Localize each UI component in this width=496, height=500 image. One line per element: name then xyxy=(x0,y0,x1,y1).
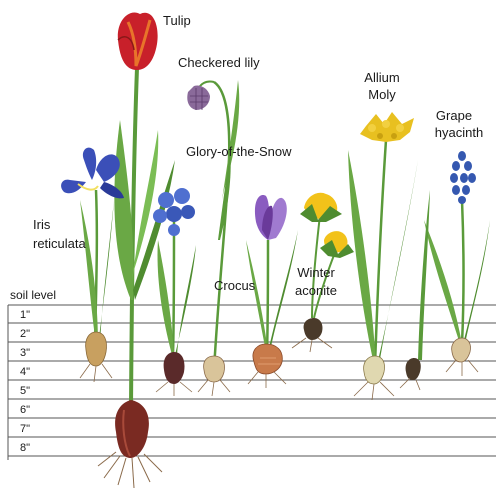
label-grape-hyacinth-line2: hyacinth xyxy=(435,125,483,140)
label-glory-of-the-snow: Glory-of-the-Snow xyxy=(186,144,291,159)
label-crocus: Crocus xyxy=(214,278,255,293)
label-soil-level: soil level xyxy=(10,288,56,303)
allium-moly-plant xyxy=(348,112,418,400)
depth-mark-5: 5" xyxy=(20,385,30,397)
label-iris-line1: Iris xyxy=(33,217,50,232)
label-allium-line2: Moly xyxy=(368,87,395,102)
label-tulip: Tulip xyxy=(163,13,191,28)
tulip-plant xyxy=(98,12,175,488)
depth-mark-1: 1" xyxy=(20,309,30,321)
depth-mark-6: 6" xyxy=(20,404,30,416)
label-grape-hyacinth-line1: Grape xyxy=(436,108,472,123)
label-iris-line2: reticulata xyxy=(33,236,86,251)
label-checkered-lily: Checkered lily xyxy=(178,55,260,70)
depth-mark-7: 7" xyxy=(20,423,30,435)
depth-mark-3: 3" xyxy=(20,347,30,359)
checkered-lily-plant xyxy=(187,80,239,396)
label-winter-aconite-line1: Winter xyxy=(297,265,335,280)
glory-of-the-snow-plant xyxy=(153,188,196,396)
depth-mark-2: 2" xyxy=(20,328,30,340)
depth-mark-8: 8" xyxy=(20,442,30,454)
label-allium-line1: Allium xyxy=(364,70,399,85)
grape-hyacinth-plant xyxy=(400,151,490,390)
iris-reticulata-plant xyxy=(61,148,124,382)
label-winter-aconite-line2: aconite xyxy=(295,283,337,298)
depth-mark-4: 4" xyxy=(20,366,30,378)
